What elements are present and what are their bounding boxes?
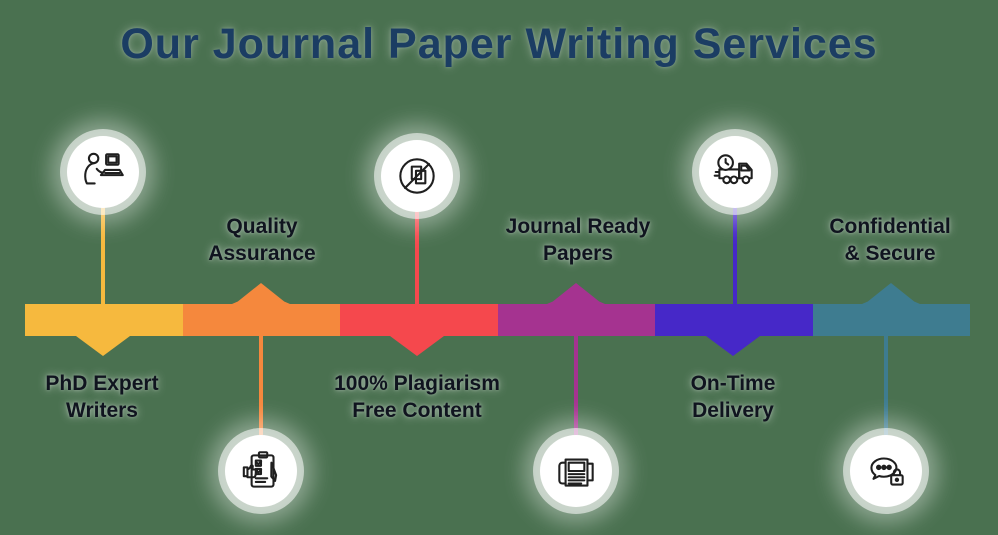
label-line: PhD Expert <box>45 372 159 395</box>
clipboard-check-icon <box>242 451 278 488</box>
connector-line-secure <box>884 336 888 437</box>
label-line: Confidential <box>829 215 951 238</box>
ribbon-segment-quality <box>182 304 340 336</box>
label-line: Assurance <box>208 242 316 265</box>
timeline-ribbon <box>25 304 970 336</box>
connector-line-delivery <box>733 202 737 304</box>
down-arrow-phd <box>76 336 130 356</box>
page-title: Our Journal Paper Writing Services <box>120 20 878 68</box>
icon-circle-journal <box>540 435 612 507</box>
service-label-journal: Journal Ready Papers <box>463 213 693 267</box>
icon-circle-secure <box>850 435 922 507</box>
ribbon-segment-secure <box>812 304 970 336</box>
icon-circle-plagiarism <box>381 140 453 212</box>
label-line: On-Time <box>690 372 776 395</box>
journal-papers-icon <box>558 458 594 487</box>
label-line: Quality <box>226 215 298 238</box>
label-line: Writers <box>66 399 138 422</box>
label-line: & Secure <box>844 242 936 265</box>
down-arrow-plagiarism <box>390 336 444 356</box>
service-label-delivery: On-Time Delivery <box>618 370 848 424</box>
service-label-secure: Confidential & Secure <box>775 213 998 267</box>
connector-line-quality <box>259 336 263 437</box>
connector-line-phd <box>101 202 105 304</box>
delivery-truck-clock-icon <box>713 154 753 185</box>
up-arrow-secure <box>862 283 920 304</box>
ribbon-segment-plagiarism <box>340 304 498 336</box>
connector-line-plagiarism <box>415 208 419 304</box>
label-line: Journal Ready <box>505 215 651 238</box>
icon-circle-quality <box>225 435 297 507</box>
ribbon-segment-delivery <box>655 304 813 336</box>
connector-line-journal <box>574 336 578 437</box>
label-line: 100% Plagiarism <box>334 372 500 395</box>
ribbon-segment-phd <box>25 304 183 336</box>
label-line: Papers <box>542 242 614 265</box>
label-line: Delivery <box>692 399 774 422</box>
no-copy-icon <box>399 158 435 194</box>
ribbon-segment-journal <box>497 304 655 336</box>
icon-circle-delivery <box>699 136 771 208</box>
label-line: Free Content <box>352 399 482 422</box>
down-arrow-delivery <box>706 336 760 356</box>
up-arrow-quality <box>232 283 290 304</box>
writer-at-computer-icon <box>84 152 124 185</box>
icon-circle-phd <box>67 136 139 208</box>
secure-chat-lock-icon <box>870 457 904 486</box>
service-label-plagiarism: 100% Plagiarism Free Content <box>302 370 532 424</box>
service-label-phd: PhD Expert Writers <box>0 370 217 424</box>
service-label-quality: Quality Assurance <box>147 213 377 267</box>
up-arrow-journal <box>547 283 605 304</box>
